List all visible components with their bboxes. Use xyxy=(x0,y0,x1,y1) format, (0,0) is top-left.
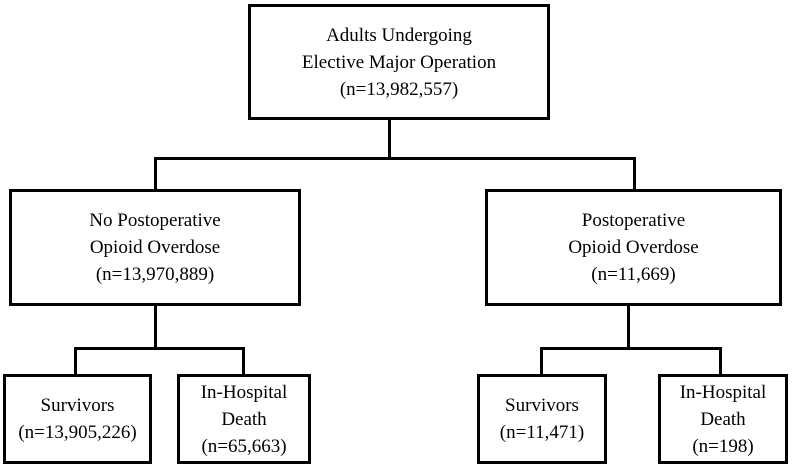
root-stem-connector xyxy=(388,118,391,160)
left-level2-branch-connector xyxy=(74,347,245,350)
right-branch-drop-connector xyxy=(633,157,636,192)
no-overdose-death-box: In-Hospital Death (n=65,663) xyxy=(177,374,311,464)
root-node-title-line1: Adults Undergoing xyxy=(326,24,472,46)
overdose-count: (n=11,669) xyxy=(591,264,676,285)
left-stem-connector xyxy=(154,303,157,349)
overdose-title-line1: Postoperative xyxy=(581,210,686,231)
overdose-death-label-line1: In-Hospital xyxy=(679,381,767,403)
right-stem-connector xyxy=(627,303,630,349)
no-overdose-survivors-label: Survivors xyxy=(40,395,115,416)
no-overdose-survivors-box: Survivors (n=13,905,226) xyxy=(3,374,152,464)
right-survivors-drop-connector xyxy=(540,347,543,377)
overdose-node-box: Postoperative Opioid Overdose (n=11,669) xyxy=(485,189,782,306)
no-overdose-title-line1: No Postoperative xyxy=(89,210,221,231)
no-overdose-title-line2: Opioid Overdose xyxy=(89,237,221,258)
left-branch-drop-connector xyxy=(154,157,157,192)
right-level2-branch-connector xyxy=(540,347,722,350)
right-death-drop-connector xyxy=(719,347,722,377)
no-overdose-count: (n=13,970,889) xyxy=(95,264,215,285)
no-overdose-death-label-line2: Death xyxy=(221,408,267,430)
overdose-death-box: In-Hospital Death (n=198) xyxy=(658,374,788,464)
root-node-box: Adults Undergoing Elective Major Operati… xyxy=(248,4,550,120)
no-overdose-death-count: (n=65,663) xyxy=(201,435,287,457)
no-overdose-death-label-line1: In-Hospital xyxy=(200,381,288,403)
no-overdose-survivors-count: (n=13,905,226) xyxy=(18,422,137,443)
overdose-survivors-count: (n=11,471) xyxy=(499,422,585,443)
root-node-count: (n=13,982,557) xyxy=(339,78,459,100)
root-node-title-line2: Elective Major Operation xyxy=(301,51,497,73)
overdose-survivors-label: Survivors xyxy=(505,395,579,416)
overdose-death-label-line2: Death xyxy=(700,408,746,430)
overdose-survivors-box: Survivors (n=11,471) xyxy=(477,374,607,464)
left-death-drop-connector xyxy=(242,347,245,377)
overdose-death-count: (n=198) xyxy=(692,435,754,457)
no-overdose-node-box: No Postoperative Opioid Overdose (n=13,9… xyxy=(9,189,301,306)
overdose-title-line2: Opioid Overdose xyxy=(568,237,699,258)
level1-branch-connector xyxy=(154,157,636,160)
left-survivors-drop-connector xyxy=(74,347,77,377)
